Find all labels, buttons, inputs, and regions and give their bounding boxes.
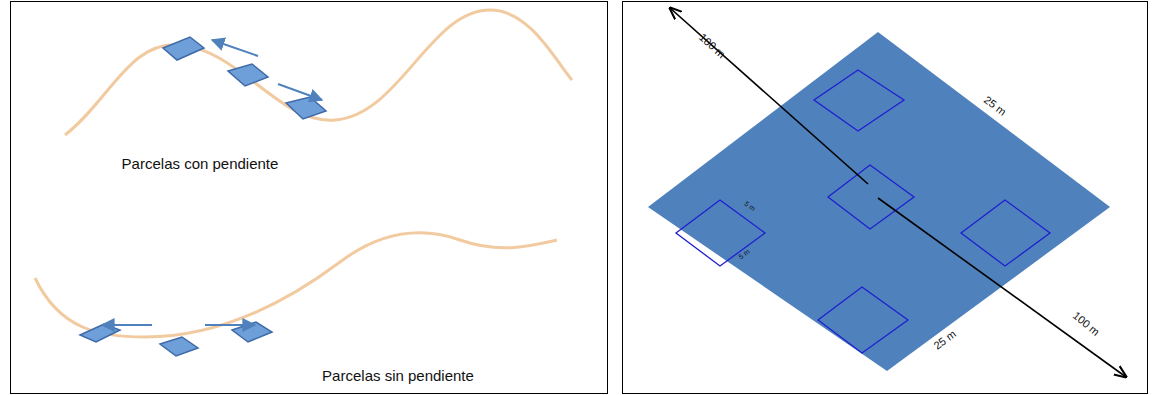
direction-arrow: [102, 324, 152, 326]
caption-label: Parcelas con pendiente: [122, 156, 279, 171]
dimension-label: 100 m: [1071, 310, 1101, 338]
plot-squares: [80, 322, 272, 356]
dimension-label: 100 m: [697, 32, 727, 61]
panel-frame: [11, 2, 608, 394]
plot-squares: [163, 37, 326, 119]
dimension-label: 25 m: [982, 94, 1008, 118]
direction-arrow: [205, 324, 255, 326]
subplot-squares: [676, 70, 1050, 353]
dimension-label: 5 m: [737, 248, 751, 260]
transect-line: [670, 8, 868, 184]
terrain-curve: [65, 10, 572, 135]
transect-line: [878, 198, 1126, 377]
terrain-curve: [35, 233, 557, 337]
panel-frame: [623, 2, 1148, 394]
direction-arrow: [278, 84, 322, 100]
dimension-label: 5 m: [743, 200, 757, 212]
caption-label: Parcelas sin pendiente: [322, 368, 474, 383]
dimension-label: 25 m: [932, 328, 958, 351]
main-plot: [648, 32, 1110, 371]
direction-arrow: [212, 40, 258, 56]
